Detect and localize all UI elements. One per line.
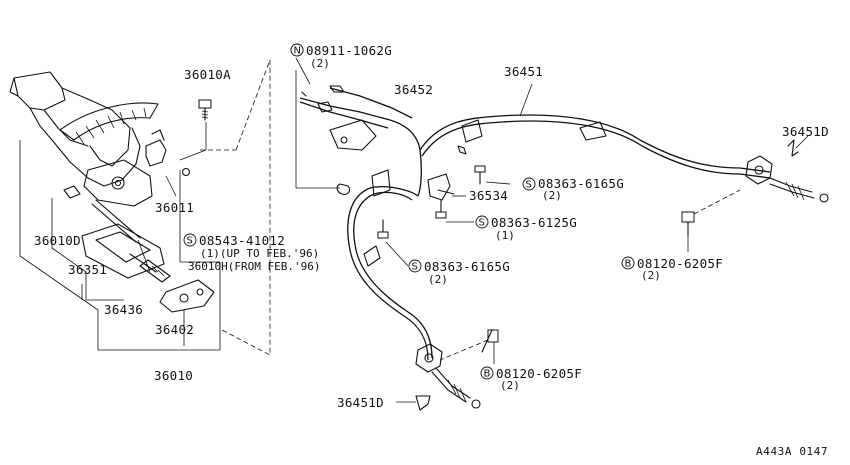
label-08120-b: 08120-6205F xyxy=(496,366,582,381)
label-36436: 36436 xyxy=(104,302,143,317)
bolt-36010A xyxy=(198,99,212,121)
label-36451D-bottom: 36451D xyxy=(337,395,384,410)
label-36451: 36451 xyxy=(504,64,543,79)
symbol-s-08363c xyxy=(408,259,422,273)
symbol-b-08120b-letter: B xyxy=(484,369,491,380)
rear-cable-36451-right xyxy=(419,83,829,252)
label-08363-c-qty: (2) xyxy=(428,273,448,286)
symbol-n xyxy=(290,43,304,57)
label-08120-a: 08120-6205F xyxy=(637,256,723,271)
label-36452: 36452 xyxy=(394,82,433,97)
label-08120-a-qty: (2) xyxy=(641,269,661,282)
label-36010: 36010 xyxy=(154,368,193,383)
label-08911-qty: (2) xyxy=(310,57,330,70)
label-08363-a: 08363-6165G xyxy=(538,176,624,191)
label-08120-b-qty: (2) xyxy=(500,379,520,392)
label-08363-b: 08363-6125G xyxy=(491,215,577,230)
symbol-b-08120a xyxy=(621,256,635,270)
label-08363-c: 08363-6165G xyxy=(424,259,510,274)
label-08543-note1: (1)(UP TO FEB.'96) xyxy=(200,247,319,260)
symbol-b-08120b xyxy=(480,366,494,380)
label-08543: 08543-41012 xyxy=(199,233,285,248)
symbol-n-letter: N xyxy=(294,46,301,57)
label-08363-a-qty: (2) xyxy=(542,189,562,202)
symbol-s-08543-letter: S xyxy=(187,236,193,247)
center-fasteners xyxy=(377,165,511,267)
label-08911: 08911-1062G xyxy=(306,43,392,58)
label-36402: 36402 xyxy=(155,322,194,337)
symbol-s-08363a xyxy=(522,177,536,191)
rear-cable-36451-left xyxy=(347,169,499,411)
label-36451D-right: 36451D xyxy=(782,124,829,139)
label-36011: 36011 xyxy=(155,200,194,215)
label-08543-note2: 36010H(FROM FEB.'96) xyxy=(188,260,320,273)
symbol-s-08363c-letter: S xyxy=(412,262,418,273)
symbol-s-08543 xyxy=(183,233,197,247)
brake-lever-assembly xyxy=(9,59,271,356)
reference-code: A443A 0147 xyxy=(756,445,828,458)
label-36010A: 36010A xyxy=(184,67,231,82)
symbol-s-08363a-letter: S xyxy=(526,180,532,191)
symbol-s-08363b xyxy=(475,215,489,229)
label-36534: 36534 xyxy=(469,188,508,203)
label-36351: 36351 xyxy=(68,262,107,277)
symbol-s-08363b-letter: S xyxy=(479,218,485,229)
label-08363-b-qty: (1) xyxy=(495,229,515,242)
symbol-b-08120a-letter: B xyxy=(625,259,632,270)
label-36010D: 36010D xyxy=(34,233,81,248)
